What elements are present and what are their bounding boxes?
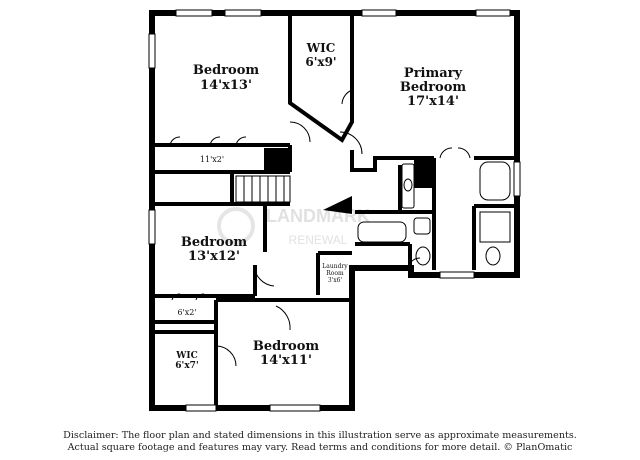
room-name: Bedroom	[193, 63, 260, 78]
room-dimensions: 17'x14'	[407, 94, 459, 109]
room-name: Bedroom	[253, 339, 320, 354]
room-dimensions: 6'x2'	[177, 308, 196, 317]
disclaimer: Disclaimer: The floor plan and stated di…	[0, 430, 640, 454]
disclaimer-line1: Disclaimer: The floor plan and stated di…	[63, 430, 577, 441]
watermark-logo-icon	[217, 207, 255, 245]
room-name-line2: Room	[326, 270, 344, 277]
room-dimensions: 6'x7'	[175, 361, 198, 371]
stairs	[235, 175, 291, 203]
bath-fixtures	[357, 161, 511, 266]
room-wic-top: WIC 6'x9'	[305, 41, 336, 69]
room-dimensions: 11'x2'	[200, 155, 224, 164]
room-dimensions: 14'x13'	[200, 78, 252, 93]
room-wic-bottom: WIC 6'x7'	[175, 351, 198, 371]
room-dimensions: 6'x9'	[305, 55, 336, 69]
room-dimensions: 3'x6'	[328, 277, 343, 284]
room-name: WIC	[175, 351, 197, 361]
wall-chases	[264, 148, 436, 214]
room-dimensions: 13'x12'	[188, 249, 240, 264]
door-swings	[169, 89, 471, 367]
watermark-line1: LANDMARK	[266, 206, 370, 226]
room-closet-small: 6'x2'	[177, 308, 196, 317]
windows	[148, 9, 521, 412]
room-bedroom-bottom: Bedroom 14'x11'	[253, 339, 320, 368]
room-bedroom-mid-left: Bedroom 13'x12'	[181, 235, 248, 264]
watermark-line2: RENEWAL	[289, 233, 348, 247]
room-laundry: Laundry Room 3'x6'	[322, 263, 348, 284]
room-closet-hall: 11'x2'	[200, 155, 224, 164]
room-name-line1: Laundry	[322, 263, 348, 270]
room-name: WIC	[306, 41, 336, 55]
room-name-line2: Bedroom	[400, 80, 467, 95]
disclaimer-line2: Actual square footage and features may v…	[67, 442, 573, 453]
room-dimensions: 14'x11'	[260, 353, 312, 368]
room-name: Bedroom	[181, 235, 248, 250]
room-bedroom-top-left: Bedroom 14'x13'	[193, 63, 260, 93]
room-name-line1: Primary	[404, 66, 463, 81]
room-primary-bedroom: Primary Bedroom 17'x14'	[400, 66, 467, 109]
